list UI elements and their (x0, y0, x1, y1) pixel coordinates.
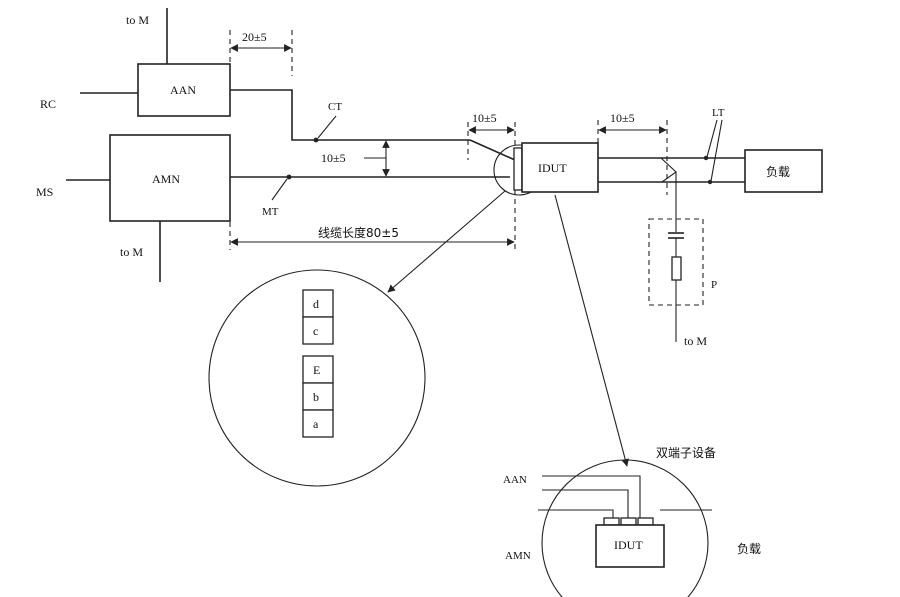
two-port-pin-3 (637, 517, 654, 526)
two-port-load-label: 负载 (737, 542, 761, 556)
resistor (671, 256, 682, 281)
lt-leader-top (706, 119, 718, 158)
stack-layer-e (302, 355, 334, 384)
aan-label: AAN (170, 83, 196, 97)
two-port-pin-2 (620, 517, 637, 526)
stack-label-a: a (313, 417, 319, 431)
stack-label-e: E (313, 363, 320, 377)
stack-layer-a (302, 409, 334, 438)
two-port-detail-circle (541, 459, 709, 597)
idut-label: IDUT (538, 161, 567, 175)
two-port-title: 双端子设备 (656, 446, 716, 460)
two-port-aan-wire-2 (542, 489, 629, 518)
stack-label-c: c (313, 324, 318, 338)
two-port-idut-label: IDUT (614, 538, 643, 552)
two-port-amn-wire (538, 509, 614, 518)
ct-junction-line (469, 139, 516, 161)
dim-20-label: 20±5 (242, 30, 267, 44)
mt-leader (271, 178, 288, 201)
ct-signal-line (230, 89, 470, 141)
load-box (744, 149, 823, 193)
mt-point (286, 174, 292, 180)
stack-detail-arrow (387, 190, 506, 293)
cable-length-label: 线缆长度80±5 (318, 225, 399, 240)
ct-leader (317, 115, 337, 139)
mt-label: MT (262, 206, 279, 218)
ct-point (313, 137, 319, 143)
amn-box (109, 134, 231, 222)
amn-label: AMN (152, 172, 180, 186)
two-port-aan-wire-1 (542, 475, 641, 518)
stack-layer-b (302, 382, 334, 411)
lt-leader-bottom (710, 119, 723, 182)
dim-10-right-label: 10±5 (610, 111, 635, 125)
load-label: 负载 (766, 165, 790, 179)
to-m-bottom-label: to M (120, 245, 143, 259)
stack-layer-c (302, 316, 334, 345)
two-port-amn-label: AMN (505, 550, 531, 562)
two-port-idut-box (595, 524, 665, 568)
to-m-right-label: to M (684, 334, 707, 348)
two-port-detail-arrow (554, 194, 629, 467)
rc-label: RC (40, 97, 56, 111)
connector-stack-mini (513, 147, 523, 191)
probe-tap (660, 157, 677, 183)
stack-label-d: d (313, 297, 319, 311)
stack-detail-circle (208, 269, 426, 487)
ms-label: MS (36, 185, 53, 199)
lt-label: LT (712, 107, 725, 119)
dim-10-vertical-label: 10±5 (321, 151, 346, 165)
p-label: P (711, 279, 717, 291)
two-port-aan-label: AAN (503, 474, 527, 486)
to-m-top-label: to M (126, 13, 149, 27)
two-port-pin-1 (603, 517, 620, 526)
idut-box (521, 142, 599, 193)
ct-label: CT (328, 101, 342, 113)
dim-10-left-label: 10±5 (472, 111, 497, 125)
stack-group: d c E b a (302, 289, 334, 438)
stack-label-b: b (313, 390, 319, 404)
